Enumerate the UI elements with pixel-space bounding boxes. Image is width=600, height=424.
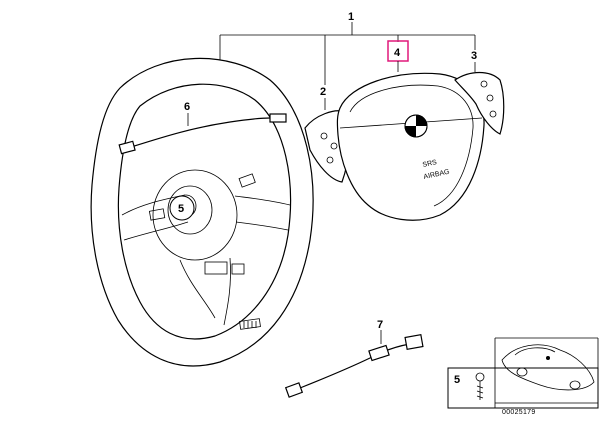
callout-5[interactable]: 5 (178, 203, 184, 215)
callout-1-bracket (219, 22, 476, 85)
steering-wheel (90, 57, 314, 367)
thumbnail-panel (447, 337, 599, 409)
callout-2[interactable]: 2 (320, 86, 326, 98)
callout-7[interactable]: 7 (377, 319, 383, 331)
part-4-airbag: SRS AIRBAG (336, 40, 485, 221)
callout-6[interactable]: 6 (184, 101, 190, 113)
part-6-cable (118, 113, 287, 155)
reference-number: 00025179 (502, 409, 536, 416)
airbag-srs-label: SRS (422, 159, 438, 169)
part-3-right-switch (454, 62, 505, 135)
callout-1[interactable]: 1 (348, 11, 354, 23)
callout-3[interactable]: 3 (471, 50, 477, 62)
part-7-harness (284, 330, 424, 398)
callout-4[interactable]: 4 (394, 47, 401, 59)
callout-5-thumbnail[interactable]: 5 (454, 374, 460, 386)
